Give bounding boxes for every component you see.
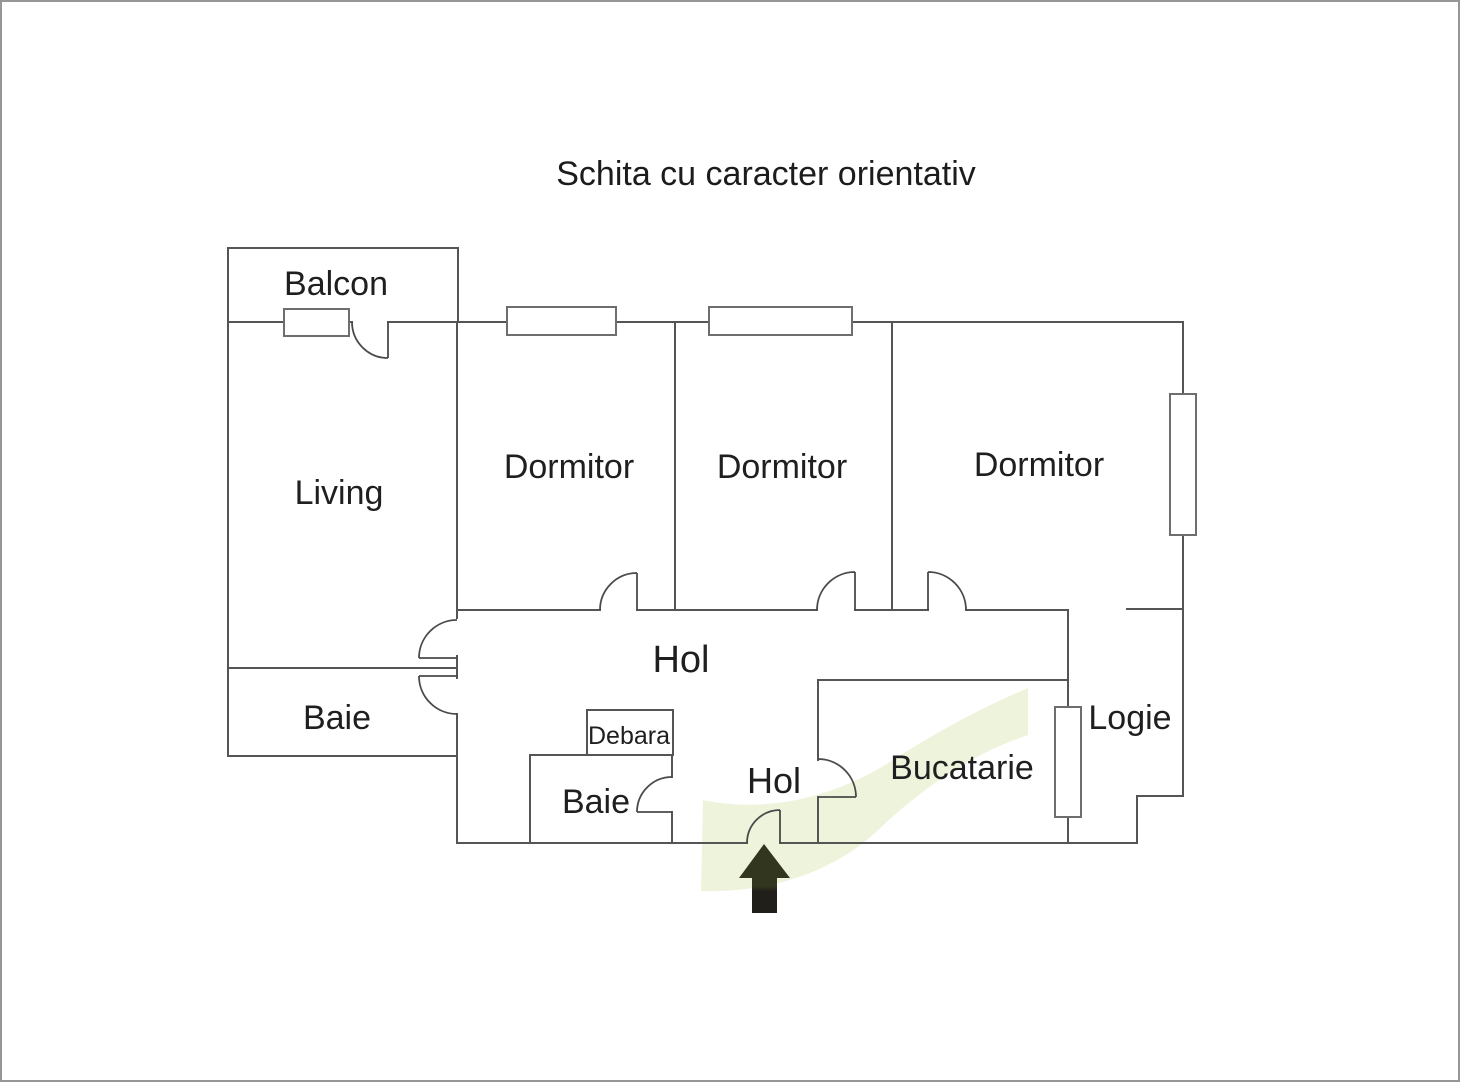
room-label-balcon: Balcon <box>284 265 388 303</box>
window-balcon <box>283 308 350 337</box>
window-logie <box>1054 706 1082 818</box>
door-dormitor2 <box>816 571 856 611</box>
wall-baie2 <box>529 754 673 844</box>
door-bucatarie <box>817 758 857 798</box>
room-label-baie2: Baie <box>562 783 630 821</box>
room-label-baie1: Baie <box>303 699 371 737</box>
window-dormitor2 <box>708 306 853 336</box>
room-label-debara: Debara <box>588 722 670 750</box>
door-living <box>418 619 458 659</box>
wall-bucatarie <box>817 679 1069 844</box>
entrance-arrow-up-icon <box>739 844 790 913</box>
door-baie2 <box>636 776 673 813</box>
window-dormitor1 <box>506 306 617 336</box>
room-label-hol2: Hol <box>747 760 801 801</box>
entrance-highlight-swoosh <box>701 688 1028 892</box>
wall-dormitor-dividers <box>674 321 893 611</box>
room-label-bucatarie: Bucatarie <box>890 749 1034 787</box>
plan-title: Schita cu caracter orientativ <box>556 155 976 193</box>
room-label-living: Living <box>295 474 384 512</box>
room-label-dormitor3: Dormitor <box>974 446 1104 484</box>
door-baie1 <box>418 675 458 715</box>
room-label-dormitor2: Dormitor <box>717 448 847 486</box>
wall-left-exterior <box>227 321 458 757</box>
door-dormitor3 <box>927 571 967 611</box>
wall-debara-closet <box>586 709 674 756</box>
door-dormitor1 <box>599 572 638 611</box>
room-label-logie: Logie <box>1088 699 1171 737</box>
door-entrance <box>746 809 781 844</box>
room-label-hol1: Hol <box>652 639 709 681</box>
wall-balcony-outline <box>227 247 459 323</box>
door-balcon <box>351 321 389 359</box>
room-label-dormitor1: Dormitor <box>504 448 634 486</box>
window-dormitor3 <box>1169 393 1197 536</box>
wall-right-and-bottom-exterior <box>457 321 1184 844</box>
